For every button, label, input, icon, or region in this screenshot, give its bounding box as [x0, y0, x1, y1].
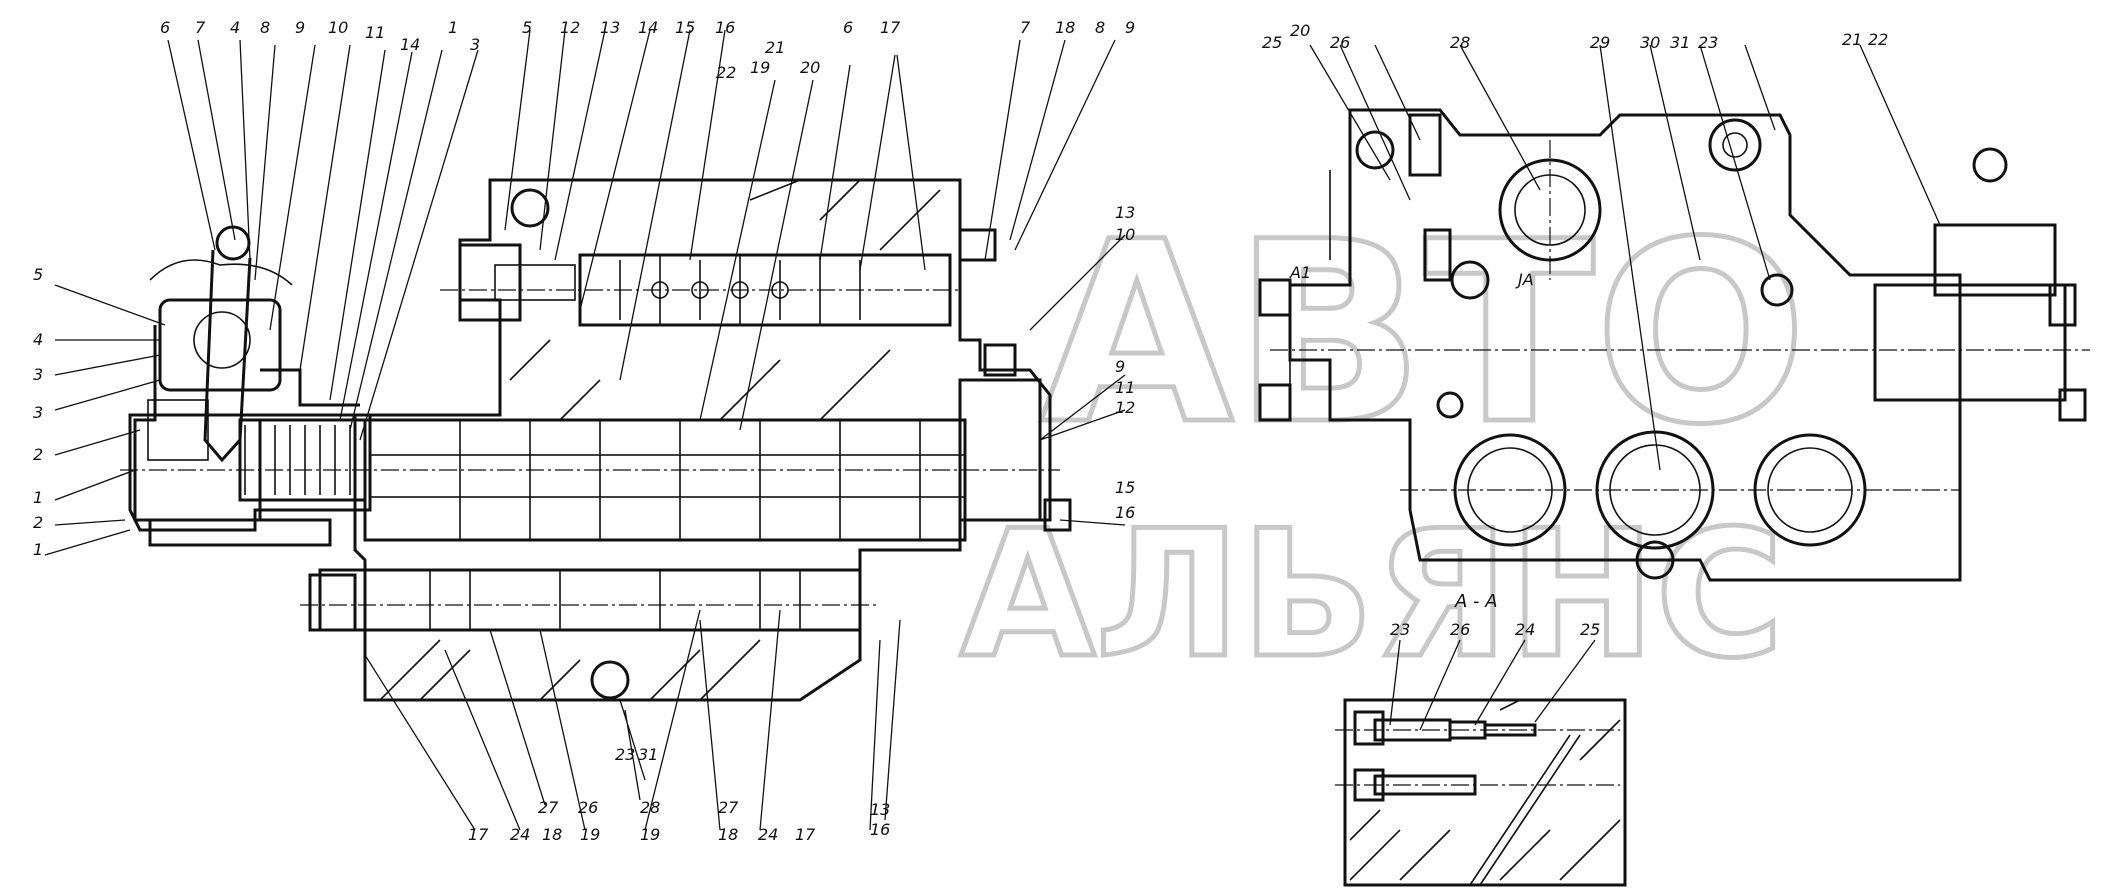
external-view [1258, 108, 2090, 582]
callout-bottom-7: 23 [615, 745, 635, 764]
watermark-line2: АЛЬЯНС [960, 494, 1784, 697]
spring-housing [128, 413, 372, 547]
callout-top-left-18: 19 [750, 58, 770, 77]
callout-right-view-1: 25 [1262, 33, 1282, 52]
callout-left-5: 2 [33, 445, 43, 464]
callout-top-left-16: 16 [715, 18, 735, 37]
callout-top-left-10: 3 [470, 35, 480, 54]
callout-right-view-6: 30 [1640, 33, 1660, 52]
control-handle-assembly [133, 225, 360, 522]
callout-right-view-9: 21 [1842, 30, 1862, 49]
callout-bottom-11: 27 [718, 798, 739, 817]
callout-bottom-1: 17 [468, 825, 489, 844]
callout-top-left-1: 6 [160, 18, 170, 37]
callout-top-left-23: 7 [1020, 18, 1031, 37]
callout-top-left-5: 9 [295, 18, 305, 37]
callout-top-left-25: 8 [1095, 18, 1105, 37]
callout-top-left-24: 18 [1055, 18, 1075, 37]
callout-right-main-7: 16 [1115, 503, 1135, 522]
callout-right-view-8: 23 [1698, 33, 1718, 52]
callout-bottom-3: 27 [538, 798, 559, 817]
callout-section-3: 24 [1515, 620, 1535, 639]
callout-top-left-20: 20 [800, 58, 820, 77]
callout-left-4: 3 [33, 403, 43, 422]
callout-left-1: 5 [33, 265, 43, 284]
callout-left-3: 3 [33, 365, 43, 384]
callout-top-left-26: 9 [1125, 18, 1135, 37]
view-mark-ja: JA [1515, 270, 1534, 289]
callout-top-left-17: 22 [716, 63, 736, 82]
callout-top-left-6: 10 [328, 18, 348, 37]
callout-section-1: 23 [1390, 620, 1410, 639]
callout-bottom-5: 26 [578, 798, 598, 817]
callout-top-left-21: 6 [843, 18, 853, 37]
callout-top-left-15: 15 [675, 18, 695, 37]
leader-lines [44, 29, 1941, 831]
callout-right-view-3: 26 [1330, 33, 1350, 52]
callout-left-2: 4 [33, 330, 43, 349]
callout-bottom-15: 13 [870, 800, 890, 819]
section-label: A - A [1454, 591, 1498, 612]
callout-right-main-2: 10 [1115, 225, 1135, 244]
callout-top-left-19: 21 [765, 38, 785, 57]
callout-top-left-3: 4 [230, 18, 240, 37]
callout-right-view-2: 20 [1290, 21, 1310, 40]
callout-right-view-7: 31 [1670, 33, 1690, 52]
callout-top-left-12: 12 [560, 18, 580, 37]
callout-top-left-13: 13 [600, 18, 620, 37]
callout-bottom-12: 18 [718, 825, 738, 844]
callout-left-8: 1 [33, 540, 43, 559]
callout-top-left-2: 7 [195, 18, 206, 37]
callout-section-2: 26 [1450, 620, 1470, 639]
callout-right-main-3: 9 [1115, 357, 1125, 376]
callout-right-view-5: 29 [1590, 33, 1610, 52]
callout-section-4: 25 [1580, 620, 1600, 639]
view-mark-a1: A1 [1289, 263, 1311, 282]
callout-labels: 6 7 4 8 9 10 11 14 1 3 5 12 13 14 15 16 … [33, 18, 1888, 844]
callout-top-left-9: 1 [448, 18, 458, 37]
section-a-a [1335, 698, 1627, 887]
callout-right-main-6: 15 [1115, 478, 1135, 497]
callout-top-left-22: 17 [880, 18, 901, 37]
callout-right-main-4: 11 [1115, 378, 1135, 397]
callout-right-view-10: 22 [1868, 30, 1888, 49]
callout-top-left-14: 14 [638, 18, 658, 37]
watermark: АВТО АЛЬЯНС [958, 186, 1810, 700]
callout-top-left-7: 11 [365, 23, 385, 42]
callout-bottom-13: 24 [758, 825, 778, 844]
callout-bottom-10: 19 [640, 825, 660, 844]
callout-top-left-11: 5 [522, 18, 532, 37]
callout-right-main-5: 12 [1115, 398, 1135, 417]
callout-bottom-2: 24 [510, 825, 530, 844]
callout-bottom-14: 17 [795, 825, 816, 844]
callout-left-6: 1 [33, 488, 43, 507]
callout-bottom-8: 31 [638, 745, 658, 764]
main-valve-body [120, 178, 1072, 702]
callout-top-left-4: 8 [260, 18, 270, 37]
callout-right-view-4: 28 [1450, 33, 1470, 52]
callout-bottom-9: 28 [640, 798, 660, 817]
callout-top-left-8: 14 [400, 35, 420, 54]
callout-bottom-16: 16 [870, 820, 890, 839]
callout-right-main-1: 13 [1115, 203, 1135, 222]
callout-bottom-6: 19 [580, 825, 600, 844]
callout-left-7: 2 [33, 513, 43, 532]
callout-bottom-4: 18 [542, 825, 562, 844]
